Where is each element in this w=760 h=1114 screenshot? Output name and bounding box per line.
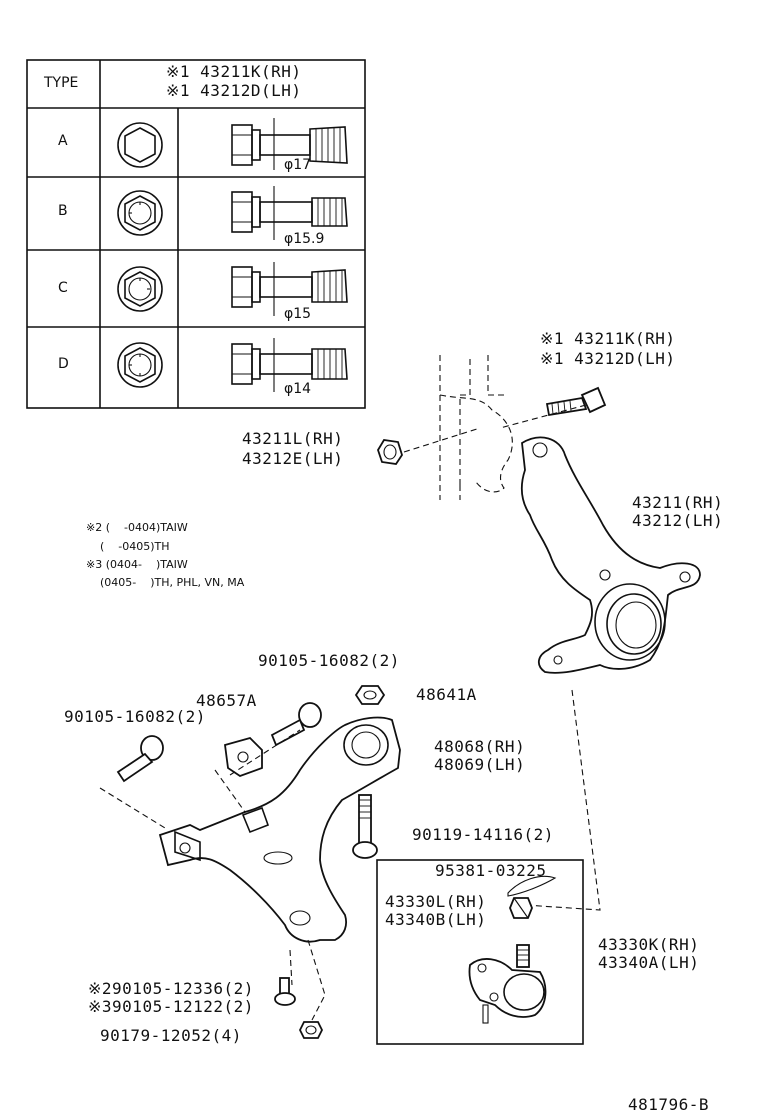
table-row-dia-a: φ17 (284, 157, 312, 173)
label-bracket: 48657A (196, 691, 257, 710)
table-header-line2: ※1 43212D(LH) (166, 81, 302, 100)
strut-nut-icon (377, 439, 403, 465)
bolt-side-c-icon (231, 262, 348, 316)
label-strut-nut-lh: 43212E(LH) (242, 449, 344, 468)
label-strut-bolt-rh: ※1 43211K(RH) (540, 329, 676, 348)
note-line-4: (0405- )TH, PHL, VN, MA (86, 576, 245, 589)
ball-joint-box (376, 859, 584, 1045)
leader-arm (99, 729, 301, 829)
note-line-3: ※3 (0404- )TAIW (86, 558, 188, 571)
leader-knuckle-bj (524, 689, 601, 911)
label-knuckle-lh: 43212(LH) (632, 511, 724, 530)
ball-joint-icon (468, 944, 547, 1024)
table-type-header: TYPE (44, 75, 79, 91)
bolt-upper-right-icon (270, 702, 322, 747)
head-view-d-icon (117, 342, 163, 388)
label-cotter-pin: 95381-03225 (435, 861, 547, 880)
lower-arm-icon (158, 716, 401, 943)
table-row-type-a: A (58, 133, 68, 149)
label-ball-joint-lh: 43340A(LH) (598, 953, 700, 972)
diagram-number: 481796-B (628, 1095, 710, 1114)
cotter-pin-icon (507, 875, 557, 897)
ball-joint-nut-icon (509, 897, 533, 919)
leader-arm-bottom (289, 939, 326, 1021)
bolt-vertical-icon (352, 794, 378, 859)
label-bolt-bottom-3: ※390105-12122(2) (88, 997, 254, 1016)
label-strut-nut-rh: 43211L(RH) (242, 429, 344, 448)
bracket-icon (224, 736, 263, 778)
nut-48641a-icon (354, 685, 386, 705)
label-knuckle-rh: 43211(RH) (632, 493, 724, 512)
table-row-dia-b: φ15.9 (284, 231, 325, 247)
head-view-b-icon (117, 190, 163, 236)
steering-knuckle-icon (520, 436, 701, 674)
bolt-side-d-icon (231, 338, 348, 392)
note-line-2: ( -0405)TH (86, 540, 170, 553)
table-row-type-c: C (58, 280, 68, 296)
label-arm-rh: 48068(RH) (434, 737, 526, 756)
table-row-type-b: B (58, 203, 68, 219)
label-ball-joint-rh: 43330K(RH) (598, 935, 700, 954)
label-nut-bottom: 90179-12052(4) (100, 1026, 242, 1045)
label-nut-48641a: 48641A (416, 685, 477, 704)
strut-outline (439, 355, 513, 500)
label-bj-nut-lh: 43340B(LH) (385, 910, 487, 929)
table-row-dia-c: φ15 (284, 306, 312, 322)
head-view-c-icon (117, 266, 163, 312)
label-bolt-bottom-2: ※290105-12336(2) (88, 979, 254, 998)
bolt-upper-left-icon (116, 735, 164, 783)
leader-nut (403, 427, 481, 453)
table-header-line1: ※1 43211K(RH) (166, 62, 302, 81)
table-row-dia-d: φ14 (284, 381, 312, 397)
table-row-type-d: D (58, 356, 69, 372)
label-arm-lh: 48069(LH) (434, 755, 526, 774)
bolt-side-a-icon (231, 118, 348, 170)
bolt-side-b-icon (231, 186, 348, 240)
bolt-type-table (26, 59, 366, 409)
note-line-1: ※2 ( -0404)TAIW (86, 521, 188, 534)
label-bolt-upper-right: 90105-16082(2) (258, 651, 400, 670)
leader-bolt (499, 404, 587, 429)
label-strut-bolt-lh: ※1 43212D(LH) (540, 349, 676, 368)
nut-bottom-icon (298, 1021, 324, 1039)
head-view-a-icon (117, 122, 163, 168)
bolt-bottom-icon (274, 977, 296, 1006)
label-bolt-vertical: 90119-14116(2) (412, 825, 554, 844)
label-bj-nut-rh: 43330L(RH) (385, 892, 487, 911)
label-bolt-upper-left: 90105-16082(2) (64, 707, 206, 726)
strut-bolt-icon (545, 386, 607, 417)
